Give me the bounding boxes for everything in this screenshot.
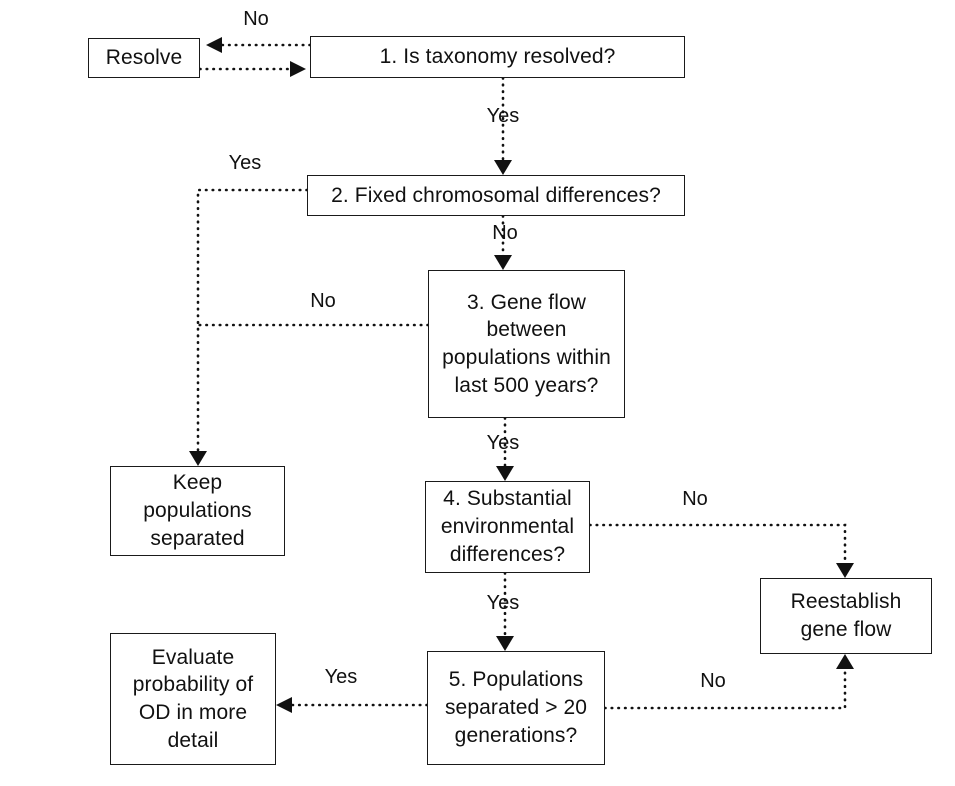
node-question-3-label: 3. Gene flow between populations within … <box>442 290 611 397</box>
edge-label-q2-yes: Yes <box>228 152 262 174</box>
edge-label-q3-no: No <box>310 290 336 312</box>
node-question-3[interactable]: 3. Gene flow between populations within … <box>428 270 625 418</box>
node-question-1-label: 1. Is taxonomy resolved? <box>379 45 616 69</box>
node-resolve[interactable]: Resolve <box>88 38 200 78</box>
arrowhead-resolve-in <box>206 37 222 53</box>
arrowhead-evaluate-in <box>276 697 292 713</box>
node-question-4[interactable]: 4. Substantial environmental differences… <box>425 481 590 573</box>
edge-label-q4-yes: Yes <box>486 592 520 614</box>
edge-label-q1-no: No <box>243 8 269 30</box>
arrowhead-q1-in <box>290 61 306 77</box>
edge-label-q3-yes: Yes <box>486 432 520 454</box>
node-question-5-label: 5. Populations separated > 20 generation… <box>444 668 588 747</box>
edge-label-q5-no: No <box>700 670 726 692</box>
node-question-1[interactable]: 1. Is taxonomy resolved? <box>310 36 685 78</box>
edge-label-q2-no: No <box>492 222 518 244</box>
node-question-2[interactable]: 2. Fixed chromosomal differences? <box>307 175 685 216</box>
edge-label-q4-no: No <box>682 488 708 510</box>
node-reestablish-gene-flow-label: Reestablish gene flow <box>790 590 902 641</box>
arrowhead-reestablish-bottom-in <box>836 654 854 669</box>
node-evaluate-probability[interactable]: Evaluate probability of OD in more detai… <box>110 633 276 765</box>
node-question-2-label: 2. Fixed chromosomal differences? <box>331 183 661 207</box>
edge-label-q5-yes: Yes <box>324 666 358 688</box>
edge-label-q1-yes: Yes <box>486 105 520 127</box>
edge-q4-no-to-reestablish <box>588 523 847 568</box>
node-question-4-label: 4. Substantial environmental differences… <box>440 487 575 566</box>
node-keep-populations-separated-label: Keep populations separated <box>143 471 252 550</box>
edge-q2-yes-to-keep <box>196 188 309 456</box>
node-evaluate-probability-label: Evaluate probability of OD in more detai… <box>132 645 254 752</box>
arrowhead-q4-in <box>496 466 514 481</box>
arrowhead-q5-in <box>496 636 514 651</box>
node-keep-populations-separated[interactable]: Keep populations separated <box>110 466 285 556</box>
node-resolve-label: Resolve <box>105 46 183 70</box>
arrowhead-q2-in <box>494 160 512 175</box>
node-reestablish-gene-flow[interactable]: Reestablish gene flow <box>760 578 932 654</box>
arrowhead-keep-in <box>189 451 207 466</box>
node-question-5[interactable]: 5. Populations separated > 20 generation… <box>427 651 605 765</box>
arrowhead-q3-in <box>494 255 512 270</box>
arrowhead-reestablish-top-in <box>836 563 854 578</box>
